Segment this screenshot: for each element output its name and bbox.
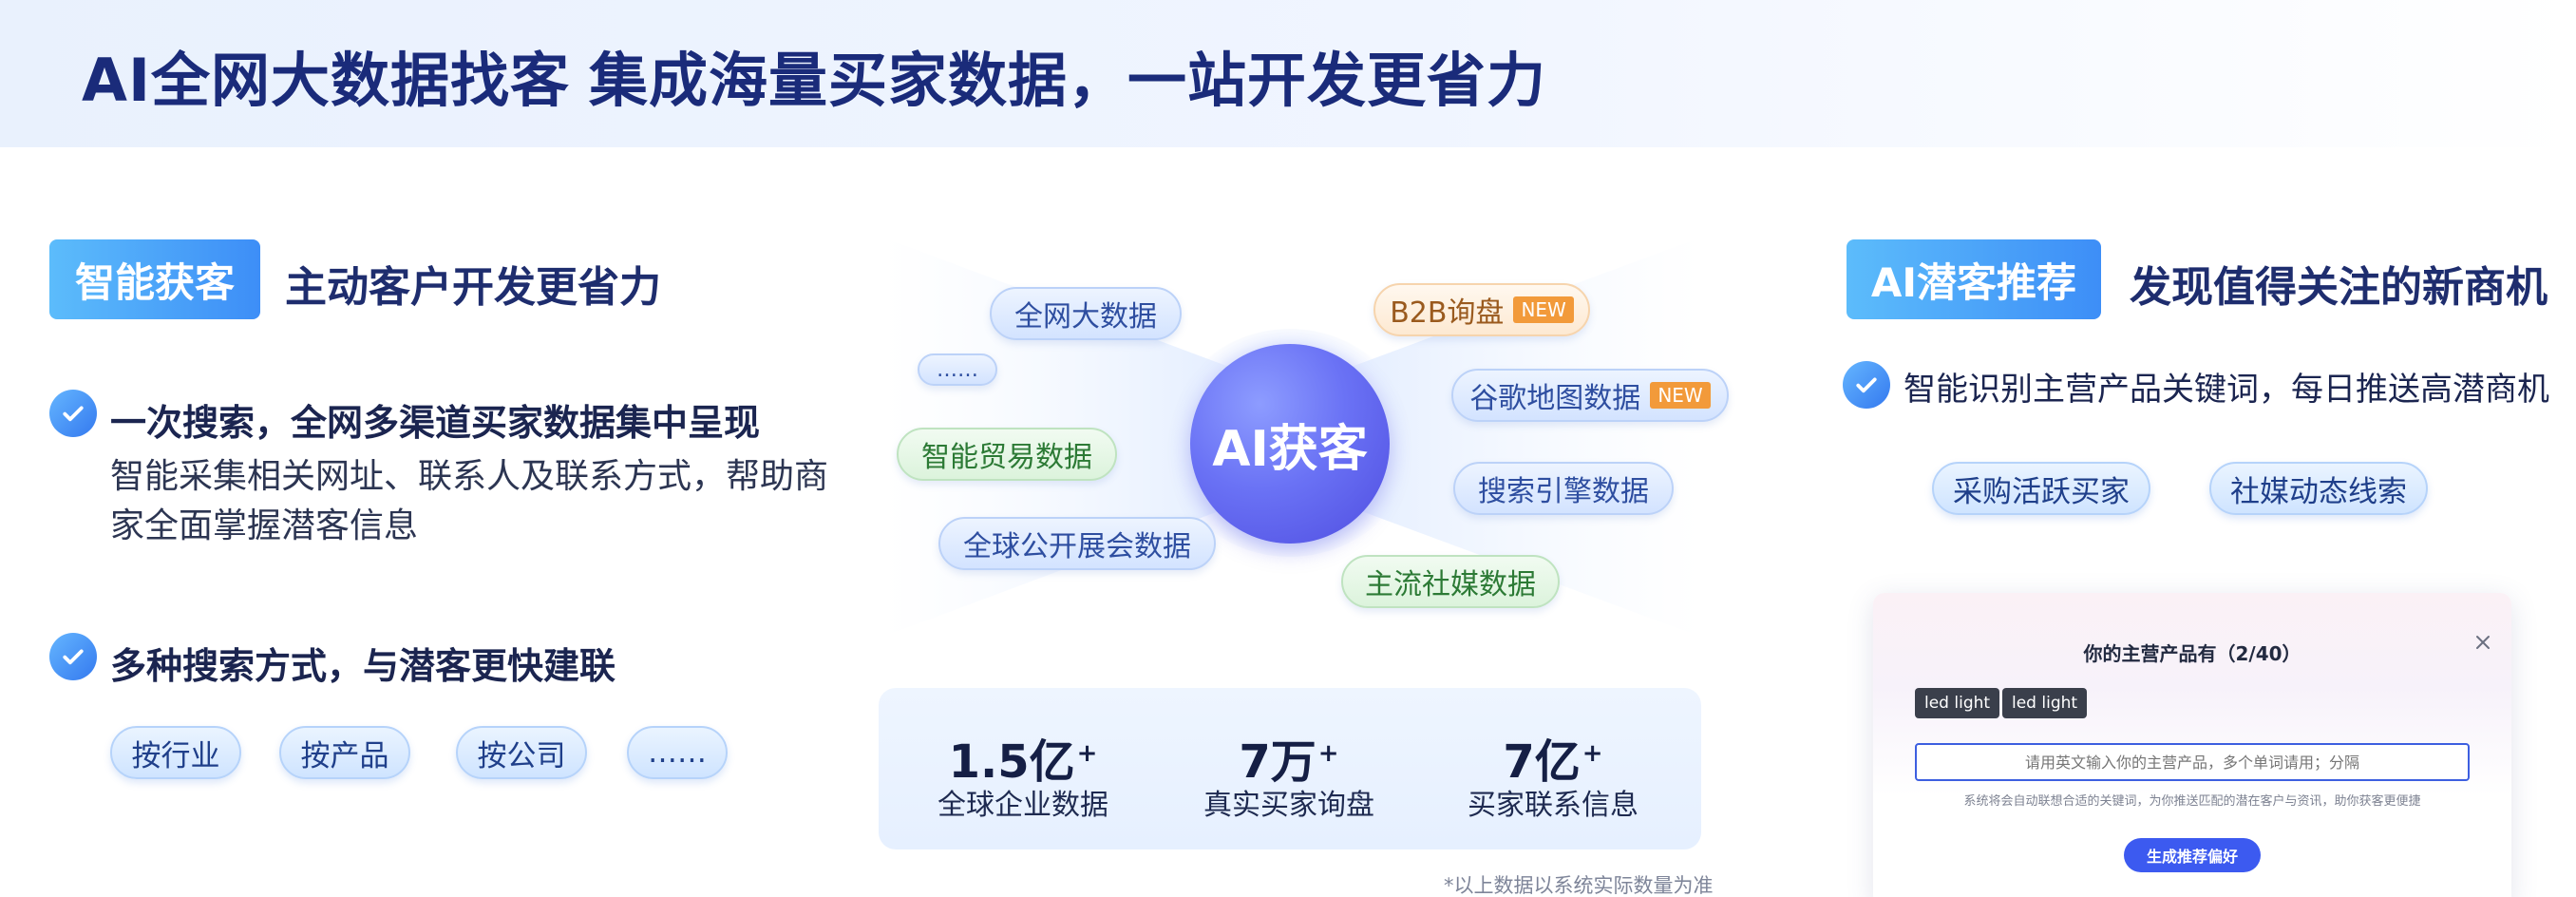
check-circle-icon — [49, 633, 97, 680]
generate-preference-button[interactable]: 生成推荐偏好 — [2124, 838, 2261, 872]
feature-title-keywords: 智能识别主营产品关键词，每日推送高潜商机 — [1904, 371, 2549, 409]
tag-web-data: 全网大数据 — [990, 287, 1182, 340]
product-chip[interactable]: led light — [1915, 688, 2000, 718]
stat-value: 7亿+ — [1503, 735, 1603, 789]
feature-title-methods: 多种搜索方式，与潜客更快建联 — [110, 645, 616, 687]
page-subtitle: 集成海量买家数据，一站开发更省力 — [589, 46, 1547, 115]
feature-desc-search: 智能采集相关网址、联系人及联系方式，帮助商家全面掌握潜客信息 — [110, 457, 829, 545]
pill-by-product[interactable]: 按产品 — [279, 726, 410, 779]
ai-prospect-badge: AI潜客推荐 — [1847, 239, 2101, 319]
ai-core-circle: AI获客 — [1190, 344, 1390, 544]
header-banner: AI全网大数据找客 集成海量买家数据，一站开发更省力 — [0, 0, 2576, 147]
tag-b2b-inquiry: B2B询盘 NEW — [1373, 283, 1590, 336]
tag-google-maps-label: 谷歌地图数据 — [1469, 382, 1641, 415]
tag-social-media-data: 主流社媒数据 — [1341, 555, 1560, 608]
modal-title: 你的主营产品有（2/40） — [2083, 642, 2301, 665]
pill-more[interactable]: …… — [627, 726, 728, 779]
new-badge: NEW — [1513, 296, 1574, 323]
pill-by-company[interactable]: 按公司 — [456, 726, 587, 779]
stat-value: 7万+ — [1239, 735, 1339, 789]
stat-label: 真实买家询盘 — [1203, 789, 1374, 822]
pill-social-leads[interactable]: 社媒动态线索 — [2209, 462, 2428, 515]
product-preference-modal: 你的主营产品有（2/40） led light led light 系统将会自动… — [1873, 593, 2511, 897]
tag-more: …… — [918, 353, 997, 386]
tag-google-maps-data: 谷歌地图数据 NEW — [1451, 369, 1729, 422]
product-keyword-input[interactable] — [1915, 743, 2470, 781]
tag-trade-data: 智能贸易数据 — [897, 428, 1117, 481]
pill-by-industry[interactable]: 按行业 — [110, 726, 241, 779]
new-badge: NEW — [1650, 382, 1711, 409]
product-chip[interactable]: led light — [2002, 688, 2088, 718]
stats-panel: 1.5亿+ 全球企业数据 7万+ 真实买家询盘 7亿+ 买家联系信息 — [879, 688, 1701, 849]
feature-title-search: 一次搜索，全网多渠道买家数据集中呈现 — [110, 402, 761, 444]
stats-footnote: *以上数据以系统实际数量为准 — [1444, 874, 1714, 897]
check-circle-icon — [49, 390, 97, 437]
stat-label: 全球企业数据 — [938, 789, 1108, 822]
page-title: AI全网大数据找客 — [82, 46, 571, 115]
smart-acquisition-badge: 智能获客 — [49, 239, 260, 319]
tag-b2b-inquiry-label: B2B询盘 — [1390, 296, 1505, 330]
left-section-title: 主动客户开发更省力 — [285, 263, 661, 312]
stat-label: 买家联系信息 — [1468, 789, 1638, 822]
close-icon[interactable] — [2472, 631, 2494, 654]
tag-search-engine-data: 搜索引擎数据 — [1453, 462, 1674, 515]
stat-value: 1.5亿+ — [948, 735, 1098, 789]
tag-exhibition-data: 全球公开展会数据 — [938, 517, 1216, 570]
right-section-title: 发现值得关注的新商机 — [2130, 263, 2548, 312]
pill-active-buyers[interactable]: 采购活跃买家 — [1932, 462, 2150, 515]
modal-hint: 系统将会自动联想合适的关键词，为你推送匹配的潜在客户与资讯，助你获客更便捷 — [1963, 794, 2421, 809]
check-circle-icon — [1843, 361, 1890, 409]
